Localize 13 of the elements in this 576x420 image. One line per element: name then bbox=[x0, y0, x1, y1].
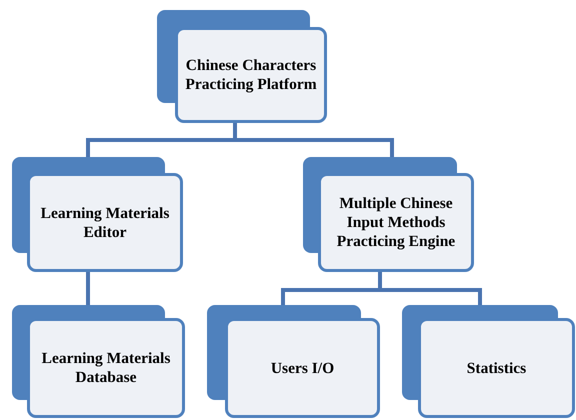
process-box bbox=[12, 157, 183, 272]
process-box bbox=[303, 157, 474, 272]
box-label: Learning Materials Editor bbox=[40, 204, 170, 242]
process-box bbox=[402, 305, 575, 418]
box-label: Users I/O bbox=[270, 358, 336, 378]
process-box bbox=[207, 305, 380, 418]
connector-line bbox=[86, 272, 90, 305]
box-label: Statistics bbox=[466, 358, 528, 378]
process-box bbox=[12, 305, 185, 418]
box-label: Learning Materials Database bbox=[40, 349, 172, 387]
box-label: Multiple Chinese Input Methods Practicing Engine bbox=[336, 194, 456, 251]
process-box bbox=[157, 10, 327, 123]
box-label: Chinese Characters Practicing Platform bbox=[184, 56, 318, 94]
